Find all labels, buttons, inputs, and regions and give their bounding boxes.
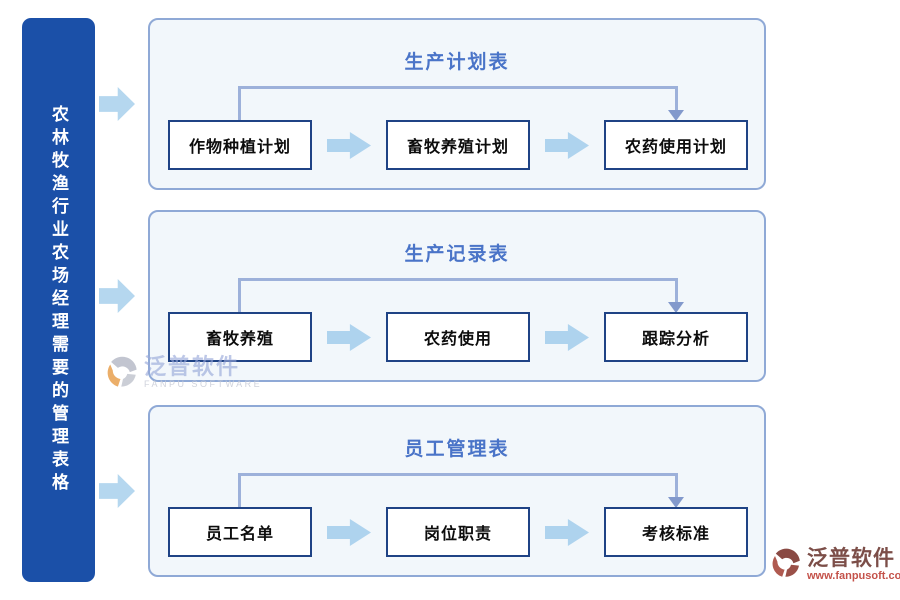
- panel-title: 生产计划表: [404, 52, 510, 73]
- flow-box-pesticide-use-plan: 农药使用计划: [604, 120, 748, 170]
- panel-title: 员工管理表: [404, 439, 510, 460]
- connector-left-drop-line: [238, 278, 241, 312]
- fanpu-watermark-bottom-right: 泛普软件 www.fanpusoft.com: [771, 548, 900, 582]
- flow-box-label: 畜牧养殖: [205, 331, 274, 348]
- flow-box-livestock-breeding-plan: 畜牧养殖计划: [386, 120, 530, 170]
- flow-box-tracking-analysis: 跟踪分析: [604, 312, 748, 362]
- right-arrow-icon: [545, 324, 589, 351]
- right-arrow-icon: [545, 132, 589, 159]
- sidebar-to-panel-1-arrow-icon: [99, 87, 135, 121]
- sidebar-title-bar: 农林牧渔行业农场经理需要的管理表格: [22, 18, 95, 582]
- flow-box-assessment-standard: 考核标准: [604, 507, 748, 557]
- watermark-brand-text: 泛普软件: [807, 547, 895, 570]
- flow-box-pesticide-use: 农药使用: [386, 312, 530, 362]
- panel-title: 生产记录表: [404, 244, 510, 265]
- flow-box-label: 农药使用计划: [624, 139, 727, 156]
- watermark-brand-text: 泛普软件: [144, 354, 241, 379]
- connector-horizontal-line: [239, 278, 677, 281]
- sidebar-to-panel-2-arrow-icon: [99, 279, 135, 313]
- flow-box-label: 跟踪分析: [641, 331, 710, 348]
- connector-right-drop-line: [675, 278, 678, 303]
- connector-right-drop-line: [675, 473, 678, 498]
- connector-horizontal-line: [239, 86, 677, 89]
- fanpu-logo-icon: [772, 548, 800, 577]
- fanpu-logo-icon: [107, 356, 137, 387]
- flow-box-label: 岗位职责: [423, 526, 492, 543]
- right-arrow-icon: [327, 132, 371, 159]
- sidebar-title: 农林牧渔行业农场经理需要的管理表格: [49, 104, 68, 496]
- connector-arrowhead-icon: [668, 110, 684, 121]
- sidebar-to-panel-3-arrow-icon: [99, 474, 135, 508]
- flow-box-label: 员工名单: [205, 526, 274, 543]
- flow-box-label: 考核标准: [641, 526, 710, 543]
- connector-left-drop-line: [238, 473, 241, 507]
- connector-arrowhead-icon: [668, 302, 684, 313]
- connector-left-drop-line: [238, 86, 241, 120]
- right-arrow-icon: [327, 519, 371, 546]
- flow-box-label: 畜牧养殖计划: [406, 139, 509, 156]
- right-arrow-icon: [545, 519, 589, 546]
- flow-box-employee-roster: 员工名单: [168, 507, 312, 557]
- flow-box-job-duties: 岗位职责: [386, 507, 530, 557]
- watermark-url-text: www.fanpusoft.com: [807, 570, 900, 582]
- flow-box-crop-planting-plan: 作物种植计划: [168, 120, 312, 170]
- flow-box-label: 作物种植计划: [188, 139, 291, 156]
- flow-box-label: 农药使用: [423, 331, 492, 348]
- connector-arrowhead-icon: [668, 497, 684, 508]
- connector-horizontal-line: [239, 473, 677, 476]
- flow-box-livestock-breeding: 畜牧养殖: [168, 312, 312, 362]
- fanpu-watermark-middle: 泛普软件 FANPU SOFTWARE: [106, 356, 262, 390]
- panel-production-plan: 生产计划表 作物种植计划 畜牧养殖计划 农药使用计划: [148, 18, 766, 190]
- panel-production-record: 生产记录表 畜牧养殖 农药使用 跟踪分析: [148, 210, 766, 382]
- right-arrow-icon: [327, 324, 371, 351]
- panel-employee-management: 员工管理表 员工名单 岗位职责 考核标准: [148, 405, 766, 577]
- watermark-subtitle-text: FANPU SOFTWARE: [144, 379, 263, 389]
- connector-right-drop-line: [675, 86, 678, 111]
